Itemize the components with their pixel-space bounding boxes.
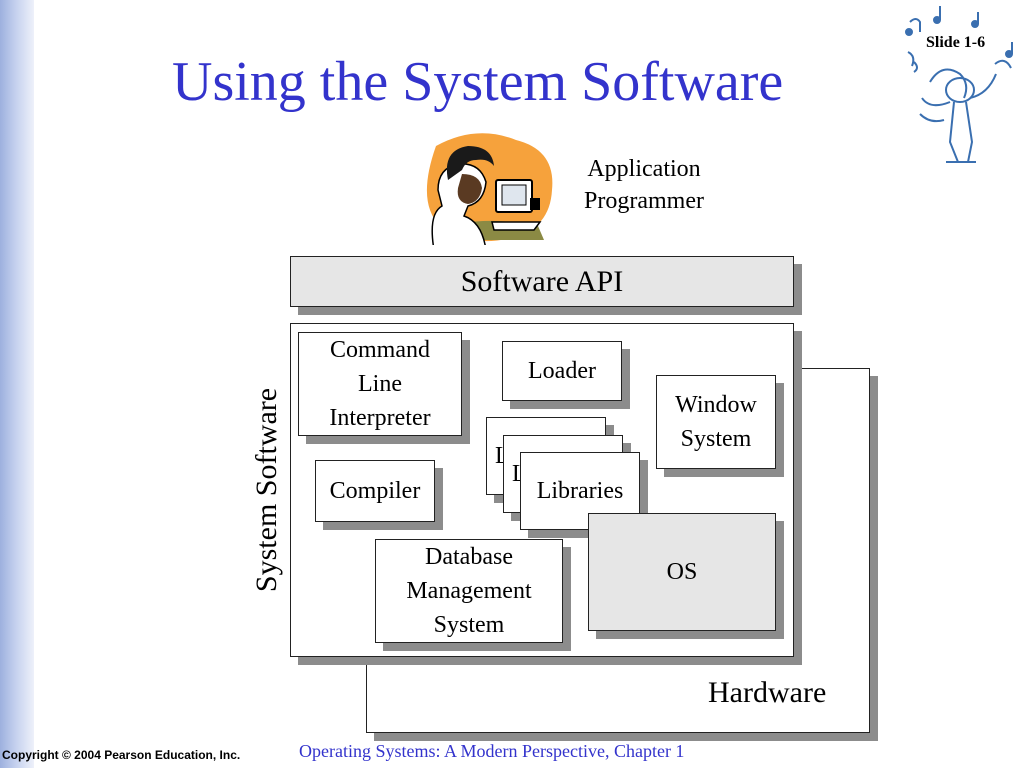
side-gradient-bar xyxy=(0,0,34,768)
os-label: OS xyxy=(666,559,698,585)
command-line-interpreter-box: Command Line Interpreter xyxy=(298,332,462,436)
system-software-label: System Software xyxy=(250,387,283,593)
window-system-label-line: System xyxy=(680,426,752,452)
loader-box: Loader xyxy=(502,341,622,401)
cli-label-line: Command xyxy=(329,337,430,363)
cli-label-line: Line xyxy=(358,371,402,397)
window-system-box: Window System xyxy=(656,375,776,469)
loader-label: Loader xyxy=(528,358,596,384)
compiler-box: Compiler xyxy=(315,460,435,522)
database-management-system-box: Database Management System xyxy=(375,539,563,643)
programmer-at-computer-icon xyxy=(426,133,553,245)
slide-title: Using the System Software xyxy=(172,51,784,113)
software-api-box: Software API xyxy=(290,256,794,307)
music-conductor-clipart-icon xyxy=(905,6,1013,163)
application-programmer-label: Application Programmer xyxy=(560,153,728,217)
os-box: OS xyxy=(588,513,776,631)
programmer-label-line: Programmer xyxy=(584,188,704,214)
dbms-label-line: Management xyxy=(406,578,532,604)
copyright-notice: Copyright © 2004 Pearson Education, Inc. xyxy=(2,748,241,762)
compiler-label: Compiler xyxy=(329,478,421,504)
cli-label-line: Interpreter xyxy=(329,405,431,431)
programmer-label-line: Application xyxy=(587,156,701,182)
window-system-label-line: Window xyxy=(675,392,757,418)
footer-course-title: Operating Systems: A Modern Perspective,… xyxy=(299,741,685,761)
libraries-label: Libraries xyxy=(536,478,624,504)
dbms-label-line: Database xyxy=(425,544,513,570)
slide-number: Slide 1-6 xyxy=(926,34,986,51)
software-api-label: Software API xyxy=(460,264,624,298)
hardware-label: Hardware xyxy=(708,676,827,709)
dbms-label-line: System xyxy=(433,612,505,638)
